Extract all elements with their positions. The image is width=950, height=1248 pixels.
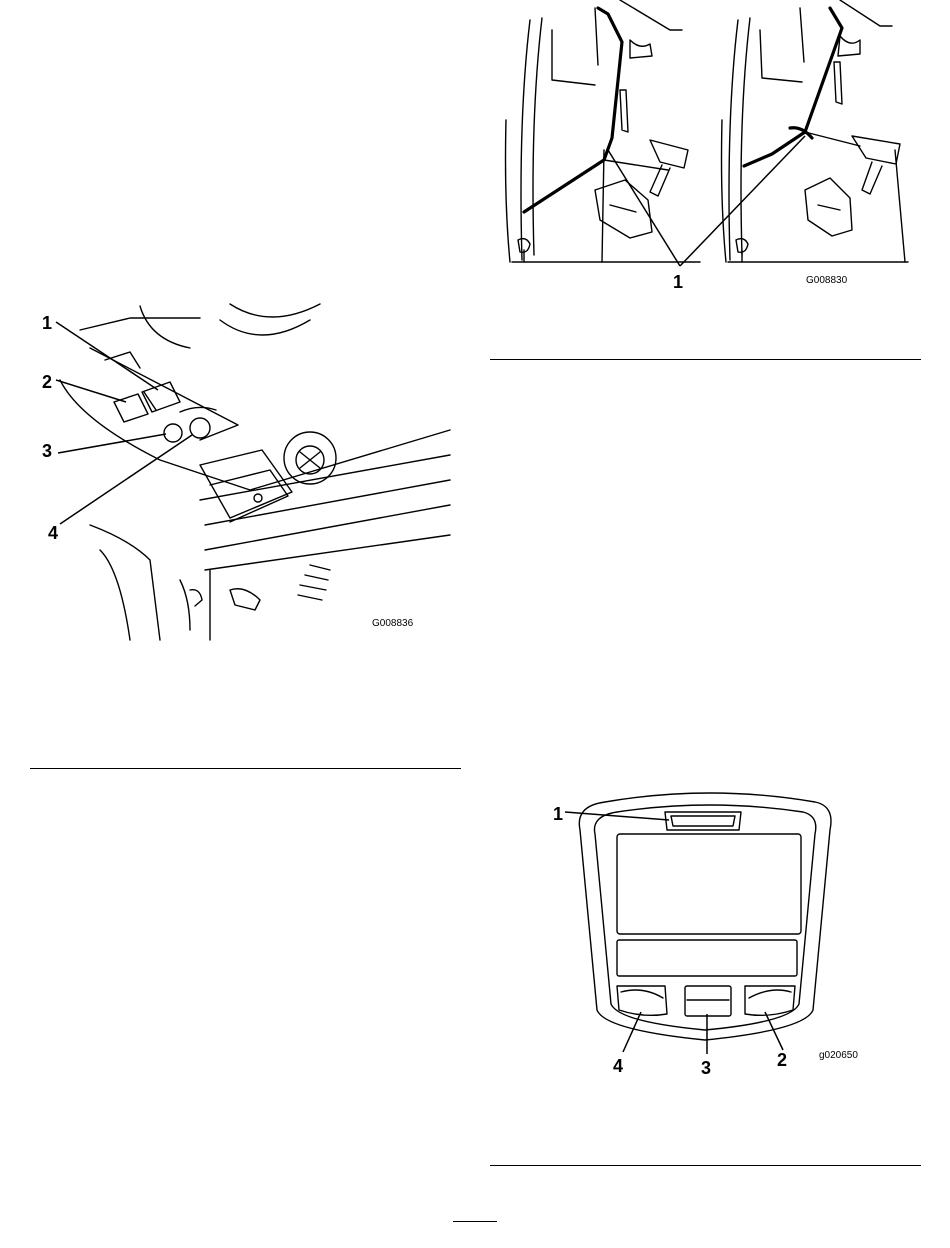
fan-switch-upper — [142, 382, 180, 412]
cab-pillar-left-drawing — [506, 0, 701, 262]
leader-line-1b — [680, 136, 805, 266]
vent-outer — [284, 432, 336, 484]
knob-left — [164, 424, 182, 442]
callout-4: 4 — [613, 1056, 623, 1076]
display-screen — [617, 834, 801, 934]
cab-pillar-right-drawing — [722, 0, 909, 262]
display-lower-bar — [617, 940, 797, 976]
figure-overhead-controls: 1 2 3 4 G008836 — [30, 300, 460, 645]
leader-line-3 — [58, 434, 166, 453]
figure-cab-pillars: 1 G008830 — [500, 0, 920, 295]
fan-switch-lower — [114, 394, 148, 422]
page-number-rule — [453, 1221, 497, 1222]
figure-id: G008830 — [806, 275, 848, 286]
leader-line-1 — [56, 322, 158, 390]
figure-info-center: 1 2 3 4 g020650 — [545, 790, 890, 1080]
callout-2: 2 — [777, 1050, 787, 1070]
figure-id: g020650 — [819, 1050, 858, 1061]
figure-id: G008836 — [372, 618, 414, 629]
divider-rule-right-bottom — [490, 1165, 921, 1166]
leader-line-4 — [60, 435, 192, 524]
callout-2: 2 — [42, 372, 52, 392]
knob-right — [190, 418, 210, 438]
callout-1: 1 — [673, 272, 683, 292]
divider-rule-left — [30, 768, 461, 769]
button-right — [745, 986, 795, 1015]
indicator-light — [665, 812, 741, 830]
button-left — [617, 986, 667, 1015]
callout-1: 1 — [42, 313, 52, 333]
callout-4: 4 — [48, 523, 58, 543]
divider-rule-right-top — [490, 359, 921, 360]
callout-1: 1 — [553, 804, 563, 824]
callout-3: 3 — [42, 441, 52, 461]
button-center — [685, 986, 731, 1016]
callout-3: 3 — [701, 1058, 711, 1078]
